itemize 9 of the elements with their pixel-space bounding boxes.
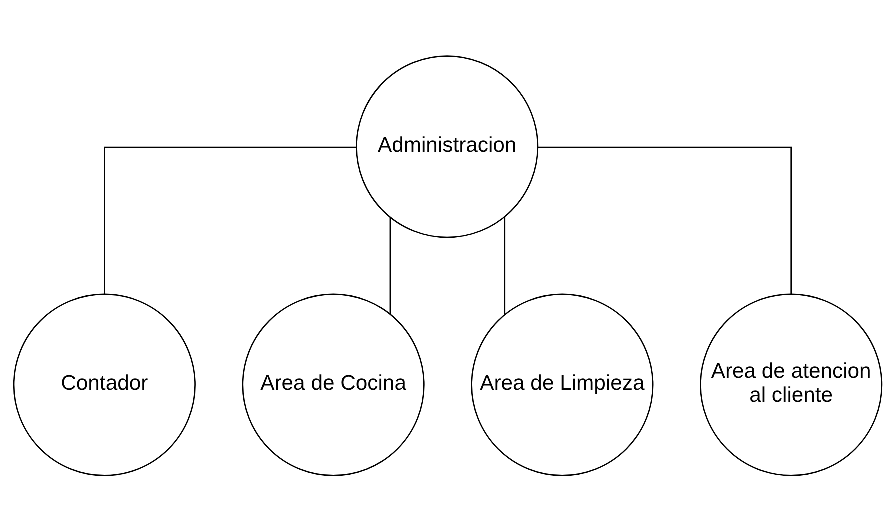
node-circle: Administracion — [356, 55, 539, 238]
connector — [390, 217, 392, 314]
node-circle: Area de Cocina — [242, 293, 425, 476]
node-circle: Contador — [13, 293, 196, 476]
node-circle: Area de atencion al cliente — [700, 293, 883, 476]
connector — [538, 146, 792, 294]
connector — [504, 216, 506, 314]
connector — [104, 146, 356, 294]
node-circle: Area de Limpieza — [471, 293, 654, 476]
